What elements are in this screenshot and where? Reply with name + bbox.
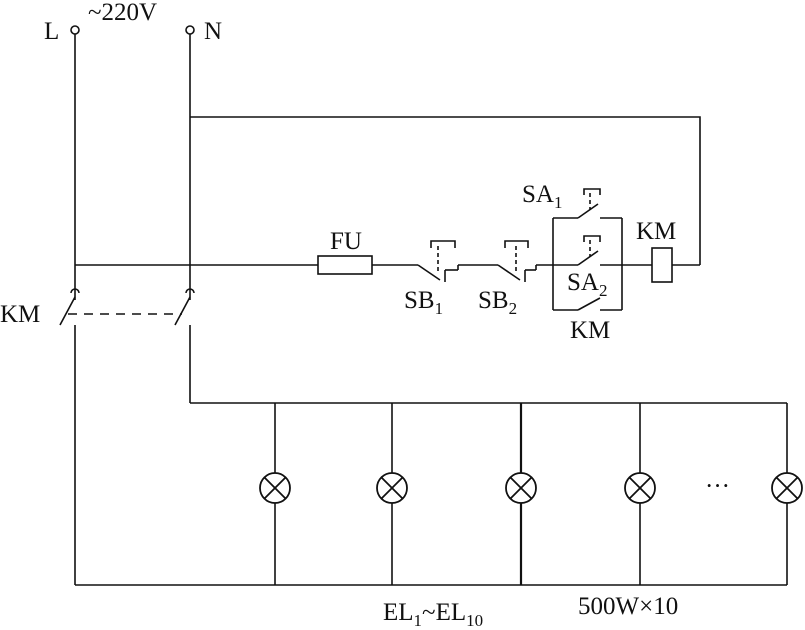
label-voltage: ~220V bbox=[88, 0, 157, 26]
terminal-N bbox=[185, 25, 195, 35]
label-KM-main: KM bbox=[0, 301, 40, 328]
lamp-branch-2 bbox=[376, 403, 408, 585]
lamp-icon bbox=[624, 472, 656, 504]
label-SB2: SB2 bbox=[478, 287, 517, 318]
lamp-branch-1 bbox=[259, 403, 291, 585]
lamp-icon bbox=[376, 472, 408, 504]
lamp-icon bbox=[259, 472, 291, 504]
label-KM-aux: KM bbox=[570, 317, 610, 344]
label-KM-coil: KM bbox=[636, 218, 676, 245]
label-L: L bbox=[44, 18, 59, 45]
wire-return bbox=[190, 116, 701, 265]
label-lamps: EL1~EL10 bbox=[383, 599, 483, 630]
label-SA2: SA2 bbox=[567, 269, 607, 300]
label-ellipsis: ··· bbox=[705, 473, 730, 500]
contact-KM-main-N bbox=[174, 288, 195, 403]
label-SB1: SB1 bbox=[404, 287, 443, 318]
fuse-FU bbox=[317, 255, 373, 275]
contact-KM-main-L bbox=[59, 288, 80, 585]
lamp-branch-4 bbox=[624, 403, 656, 585]
coil-KM bbox=[651, 247, 673, 283]
lamp-icon bbox=[505, 472, 537, 504]
lamp-branch-3 bbox=[505, 403, 537, 585]
switch-SA2 bbox=[553, 235, 622, 266]
lamp-icon bbox=[771, 472, 803, 504]
contact-KM-aux bbox=[553, 297, 622, 311]
switch-SB2 bbox=[497, 240, 536, 282]
label-SA1: SA1 bbox=[522, 181, 562, 212]
label-FU: FU bbox=[330, 228, 362, 255]
lamp-branch-5 bbox=[771, 403, 803, 585]
switch-SB1 bbox=[417, 240, 458, 282]
label-N: N bbox=[204, 18, 222, 45]
label-lamp-rating: 500W×10 bbox=[578, 593, 678, 620]
terminal-L bbox=[70, 25, 80, 35]
switch-SA1 bbox=[553, 188, 622, 219]
